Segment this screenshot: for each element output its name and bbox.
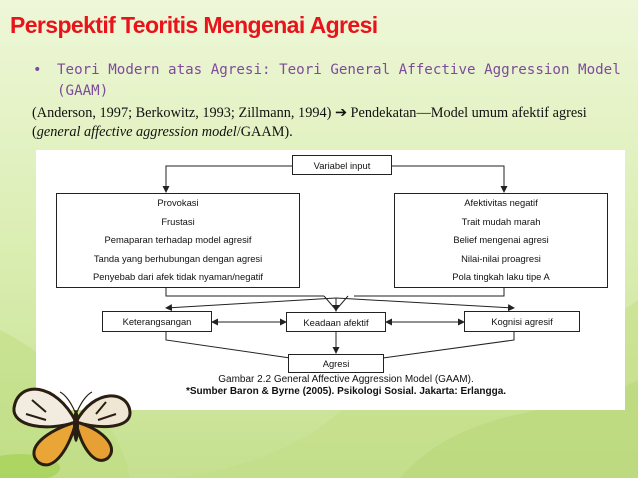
- right-box-item: Trait mudah marah: [461, 215, 541, 227]
- citation-italic-term: general affective aggression model: [36, 124, 237, 140]
- figure-caption: Gambar 2.2 General Affective Aggression …: [136, 374, 556, 398]
- individual-factors-box: Afektivitas negatif Trait mudah marah Be…: [394, 193, 608, 288]
- right-box-item: Afektivitas negatif: [464, 197, 538, 208]
- left-box-item: Pemaparan terhadap model agresif: [104, 234, 252, 245]
- slide-title: Perspektif Teoritis Mengenai Agresi: [10, 12, 378, 38]
- input-variable-box: Variabel input: [292, 155, 392, 175]
- bullet-point: • Teori Modern atas Agresi: Teori Genera…: [33, 60, 623, 102]
- arousal-box: Keterangsangan: [102, 311, 212, 332]
- citation-end: /GAAM).: [236, 124, 293, 140]
- butterfly-decoration: [0, 387, 132, 478]
- bullet-dot: •: [33, 62, 42, 78]
- right-box-item: Pola tingkah laku tipe A: [452, 271, 550, 282]
- left-box-item: Penyebab dari afek tidak nyaman/negatif: [93, 271, 263, 282]
- bullet-text: Teori Modern atas Agresi: Teori General …: [57, 62, 621, 99]
- left-box-item: Tanda yang berhubungan dengan agresi: [93, 252, 263, 264]
- situational-factors-box: Provokasi Frustasi Pemaparan terhadap mo…: [56, 193, 300, 288]
- caption-title: Gambar 2.2 General Affective Aggression …: [218, 374, 474, 385]
- affective-state-box: Keadaan afektif: [286, 312, 386, 332]
- citation-approach: Pendekatan—Model umum afektif agresi (: [32, 105, 587, 140]
- citation-authors: (Anderson, 1997; Berkowitz, 1993; Zillma…: [32, 105, 335, 121]
- citation-paragraph: (Anderson, 1997; Berkowitz, 1993; Zillma…: [32, 104, 622, 142]
- right-box-item: Nilai-nilai proagresi: [461, 252, 541, 264]
- diagram-arrows: [162, 165, 515, 363]
- right-box-item: Belief mengenai agresi: [453, 234, 549, 245]
- aggression-output-box: Agresi: [288, 354, 384, 373]
- aggressive-cognition-box: Kognisi agresif: [464, 311, 580, 332]
- arrow-right-icon: ➔: [334, 105, 347, 121]
- caption-source: *Sumber Baron & Byrne (2005). Psikologi …: [185, 386, 507, 397]
- left-box-item: Provokasi: [157, 197, 199, 208]
- gaam-diagram: Variabel input Provokasi Frustasi Pemapa…: [36, 150, 625, 410]
- left-box-item: Frustasi: [161, 215, 195, 227]
